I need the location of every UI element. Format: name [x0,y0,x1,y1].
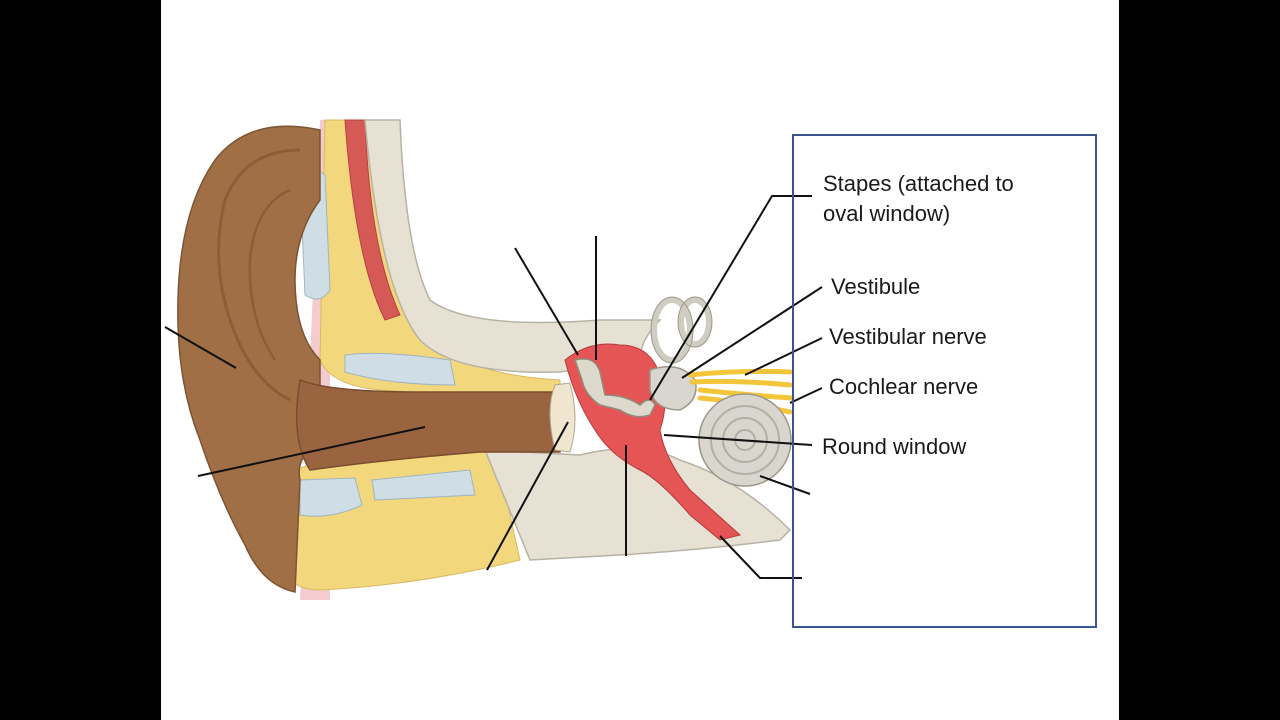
vestibulocochlear-nerve [687,368,795,415]
pinna-antihelix [248,188,291,361]
upper-temporal-bone [364,119,662,373]
ear-canal [295,378,561,471]
cartilage-upper-2 [344,352,456,386]
muscle-band [344,119,401,321]
pinna-helix-fold [217,148,301,402]
cartilage-lower-2 [371,469,476,501]
leader-lines [164,195,823,579]
label-stapes: Stapes (attached to [823,171,1014,196]
label-stapes-line2: oval window) [823,201,951,226]
cartilage-lower [299,477,363,517]
tympanic-membrane [549,382,576,453]
label-box [792,134,1097,628]
label-cochlear-nerve: Cochlear nerve [829,374,979,399]
semicircular-canals [651,297,712,363]
label-vestibule: Vestibule [831,274,921,299]
label-vestibular-nerve: Vestibular nerve [829,324,987,349]
middle-ear-cavity [564,343,742,541]
lower-soft-tissue [284,449,521,591]
label-round-window: Round window [822,434,967,459]
